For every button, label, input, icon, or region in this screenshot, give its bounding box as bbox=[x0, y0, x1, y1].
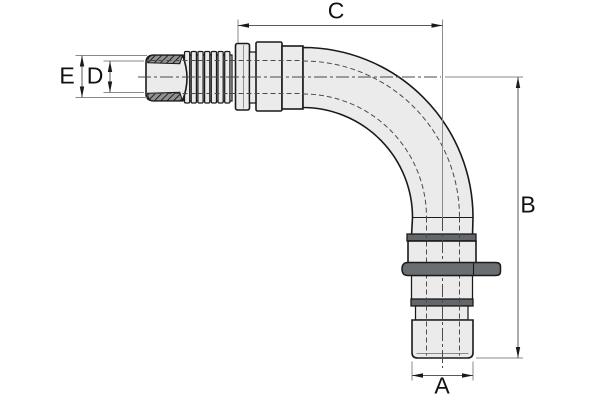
tip-bead-hatch-top bbox=[147, 54, 184, 65]
dimension-b bbox=[445, 76, 523, 359]
dim-c-arrow-right bbox=[431, 23, 443, 28]
dim-a-arrow-right bbox=[462, 373, 473, 378]
centerlines bbox=[138, 76, 443, 368]
collar-top-band bbox=[406, 233, 477, 242]
dim-b-arrow-top bbox=[515, 77, 521, 88]
hidden-bore-lines bbox=[150, 60, 460, 356]
lower-neck bbox=[414, 305, 469, 321]
dim-label-c: C bbox=[327, 0, 345, 24]
dimension-a bbox=[411, 361, 474, 381]
fitting-body bbox=[145, 41, 477, 359]
dim-label-a: A bbox=[434, 372, 450, 399]
dim-label-e: E bbox=[59, 62, 75, 89]
dimension-e bbox=[75, 55, 147, 98]
dim-c-arrow-left bbox=[238, 23, 249, 28]
tip-bead-hatch-bottom bbox=[147, 91, 184, 102]
dim-e-arrow-top bbox=[79, 55, 85, 67]
hose-tail-tip bbox=[145, 54, 188, 102]
dim-b-arrow-bottom bbox=[515, 347, 521, 358]
clip-bar bbox=[401, 261, 502, 277]
release-clip bbox=[401, 261, 502, 277]
dim-label-d: D bbox=[86, 62, 104, 89]
dim-a-arrow-left bbox=[412, 373, 423, 378]
dim-d-arrow-top bbox=[107, 61, 113, 72]
dim-d-arrow-bottom bbox=[107, 81, 113, 93]
dimension-d bbox=[103, 60, 144, 93]
dim-label-b: B bbox=[520, 191, 536, 218]
dimension-c bbox=[237, 19, 443, 218]
dim-e-arrow-bottom bbox=[79, 86, 85, 98]
elbow-tube bbox=[302, 46, 474, 237]
